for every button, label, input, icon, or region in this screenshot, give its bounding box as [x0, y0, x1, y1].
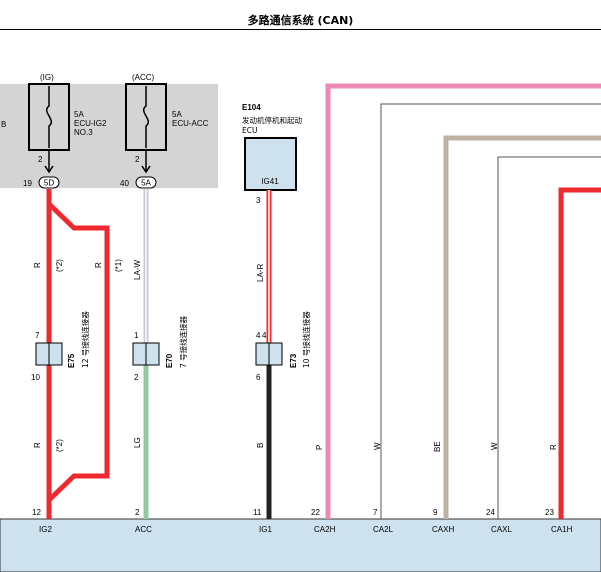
terminal-acc-pin: 2 [135, 508, 140, 517]
terminal-ig2-pin: 12 [32, 508, 41, 517]
wire-caxh [443, 135, 601, 519]
terminal-caxh-pin: 9 [433, 508, 438, 517]
fuse1-arrow-icon [44, 165, 54, 174]
wire-ca1h [558, 187, 601, 519]
fuse2-arrow-icon [141, 165, 151, 174]
wire-acc-upper-color: LA-W [133, 260, 142, 280]
ecu-name: 发动机停机和起动 [242, 115, 302, 125]
wire-ig2-upper-note: (*2) [55, 259, 64, 272]
fuse2-group: (ACC) [132, 73, 155, 82]
title-rule [0, 29, 601, 30]
connector-e70-top-pin: 1 [134, 331, 139, 340]
terminal-ca1h-name: CA1H [551, 525, 573, 534]
terminal-ca1h-pin: 23 [545, 508, 554, 517]
connector-e73-desc: 10 号接线连接器 [301, 311, 311, 368]
connector-e73-code: E73 [289, 353, 298, 368]
bottom-module-band [0, 518, 601, 572]
wire-ca2h [325, 83, 601, 519]
wire-bypass-note: (*1) [114, 259, 123, 272]
connector-5d-label: 5D [44, 179, 54, 188]
fuse1-name: ECU-IG2 [74, 119, 107, 128]
wire-caxh-color: BE [433, 441, 442, 452]
wire-bypass-color: R [94, 262, 103, 268]
fuse2-connector-pin: 40 [120, 179, 129, 188]
terminal-ig1-name: IG1 [259, 525, 272, 534]
connector-e70-code: E70 [165, 353, 174, 368]
wire-acc-lower-color: LG [133, 437, 142, 448]
wire-ig2-lower-color: R [33, 442, 42, 448]
terminal-ca2l-name: CA2L [373, 525, 394, 534]
wire-ig2-bypass [47, 202, 110, 502]
wire-caxl-color: W [490, 442, 499, 450]
fuse2-rating: 5A [172, 110, 182, 119]
connector-5a-badge [135, 176, 157, 189]
ecu-pin-in: 3 [256, 196, 261, 205]
ecu-box [244, 137, 297, 191]
fuse1-rating: 5A [74, 110, 84, 119]
ecu-pin-out: 4 [262, 331, 267, 340]
fuse1-name-2: NO.3 [74, 128, 93, 137]
wire-ca2h-color: P [315, 445, 324, 450]
terminal-caxh-name: CAXH [432, 525, 454, 534]
fuse2-symbol-icon [143, 86, 149, 148]
wire-ig1-lower-color: B [256, 443, 265, 448]
fuse2-name: ECU-ACC [172, 119, 209, 128]
wire-ig2-lower-note: (*2) [55, 439, 64, 452]
fuse1-symbol-icon [46, 86, 52, 148]
ecu-pin-name: IG41 [261, 177, 279, 186]
connector-e75-bottom-pin: 10 [31, 373, 40, 382]
terminal-ca2h-name: CA2H [314, 525, 336, 534]
fuse-block [0, 84, 218, 188]
page-title: 多路通信系统 (CAN) [247, 14, 354, 27]
fuse-block-clip-text: B [1, 120, 6, 129]
terminal-ca2h-pin: 22 [311, 508, 320, 517]
ecu-code: E104 [242, 103, 261, 112]
connector-5d-badge [38, 176, 60, 189]
connector-e75-code: E75 [67, 353, 76, 368]
connector-5a-label: 5A [141, 179, 151, 188]
wire-ca1h-color: R [549, 444, 558, 450]
terminal-ig2-name: IG2 [39, 525, 52, 534]
fuse1-connector-pin: 19 [23, 179, 32, 188]
fuse1-group: (IG) [40, 73, 54, 82]
terminal-ca2l-pin: 7 [373, 508, 378, 517]
wire-ca2l [380, 103, 601, 519]
connector-e75-desc: 12 号接线连接器 [80, 311, 90, 368]
fuse1-pin: 2 [38, 155, 43, 164]
connector-e73-top-pin: 4 [256, 331, 261, 340]
connector-e70-desc: 7 号接线连接器 [178, 315, 188, 368]
connector-e73-bottom-pin: 6 [256, 373, 261, 382]
wire-ig1-upper-color: LA-R [256, 264, 265, 282]
wire-ca2l-color: W [373, 442, 382, 450]
fuse2-pin: 2 [135, 155, 140, 164]
wire-ig2-upper-color: R [33, 262, 42, 268]
connector-e70-bottom-pin: 2 [134, 373, 139, 382]
wire-caxl [497, 156, 601, 519]
terminal-caxl-name: CAXL [491, 525, 512, 534]
ecu-name-2: ECU [242, 126, 257, 135]
terminal-ig1-pin: 11 [253, 508, 262, 517]
connector-e75-top-pin: 7 [35, 331, 40, 340]
terminal-caxl-pin: 24 [486, 508, 495, 517]
terminal-acc-name: ACC [135, 525, 152, 534]
